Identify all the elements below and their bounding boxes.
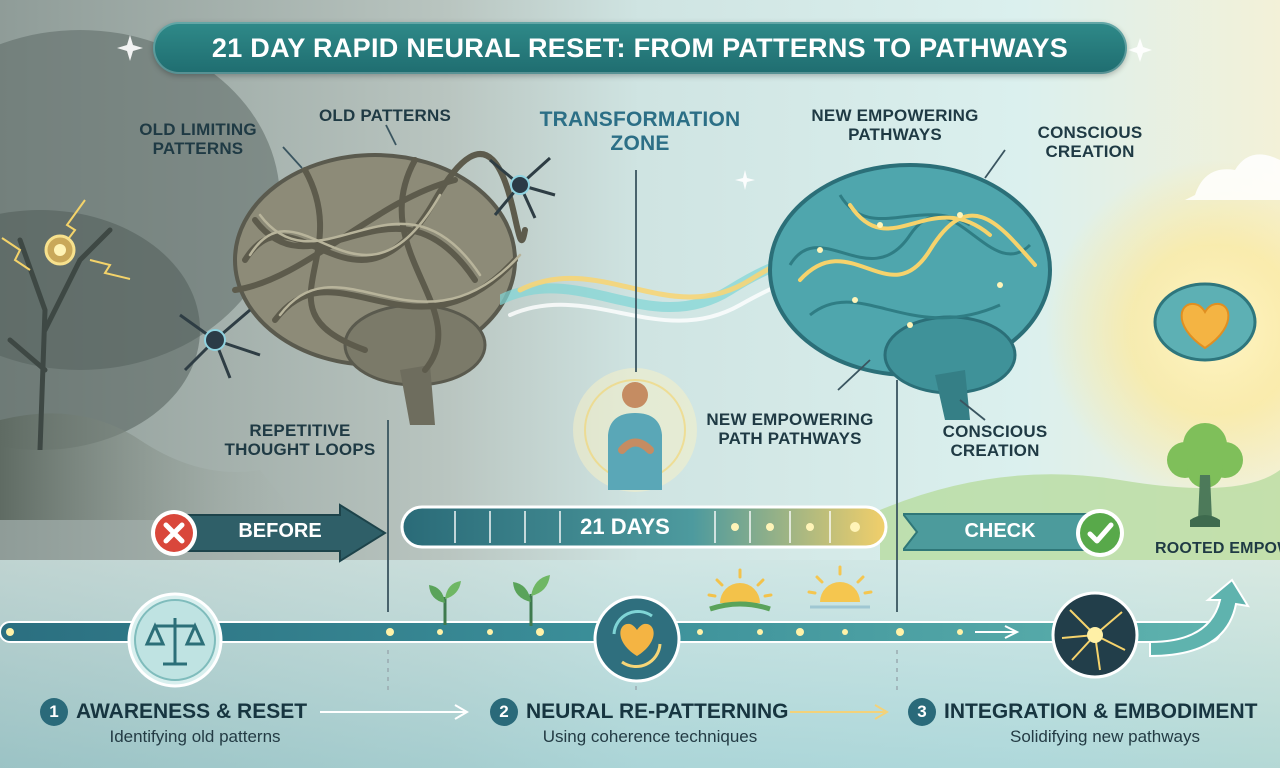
label-conscious-creation-top: CONSCIOUS CREATION — [1037, 123, 1143, 162]
page-title: 21 DAY RAPID NEURAL RESET: FROM PATTERNS… — [211, 32, 1069, 63]
title-banner: 21 DAY RAPID NEURAL RESET: FROM PATTERNS… — [153, 22, 1127, 74]
check-banner — [903, 513, 1094, 551]
phase-3-subtitle: Solidifying new pathways — [1010, 727, 1200, 746]
new-glowing-brain — [768, 163, 1052, 420]
check-label: CHECK — [964, 520, 1036, 542]
phase-2-title: 2 NEURAL RE-PATTERNING — [490, 698, 789, 726]
phase-2-title-text: NEURAL RE-PATTERNING — [526, 700, 789, 723]
label-rooted-empowerment: ROOTED EMPOWERMENT — [1155, 540, 1280, 557]
heart-cycle-icon — [593, 595, 681, 683]
days-label: 21 DAYS — [580, 514, 670, 539]
phase-3-title: 3 INTEGRATION & EMBODIMENT — [908, 698, 1257, 726]
label-old-patterns: OLD PATTERNS — [318, 106, 452, 125]
old-tangled-brain — [232, 151, 528, 425]
phase-1-number: 1 — [40, 698, 68, 726]
person-icon — [573, 368, 697, 492]
x-icon — [151, 510, 197, 556]
before-banner — [169, 503, 387, 563]
label-old-limiting-patterns: OLD LIMITING PATTERNS — [139, 120, 257, 159]
tree-icon — [1167, 423, 1243, 527]
check-icon — [1076, 509, 1124, 557]
label-new-empowering-pathways-top: NEW EMPOWERING PATHWAYS — [811, 106, 979, 145]
sunrise-icon-2 — [807, 565, 873, 609]
sunrise-icon — [707, 568, 773, 612]
scales-icon — [127, 592, 223, 688]
label-conscious-creation-bottom: CONSCIOUS CREATION — [942, 422, 1048, 461]
label-repetitive-thought-loops: REPETITIVE THOUGHT LOOPS — [224, 421, 376, 460]
days-progress-bar — [400, 505, 888, 549]
phase-2-subtitle: Using coherence techniques — [542, 727, 758, 746]
sprout-icon — [429, 581, 461, 625]
label-new-empowering-path-pathways: NEW EMPOWERING PATH PATHWAYS — [706, 410, 874, 449]
phase-1-title: 1 AWARENESS & RESET — [40, 698, 307, 726]
phase-arrows — [320, 704, 889, 720]
dark-neuron-icon — [489, 156, 556, 219]
label-transformation-zone: TRANSFORMATION ZONE — [539, 108, 741, 155]
phase-3-number: 3 — [908, 698, 936, 726]
before-label: BEFORE — [238, 520, 322, 542]
lightning-neuron-icon — [1, 199, 131, 450]
heart-brain-icon — [1153, 282, 1257, 362]
sprout-icon-2 — [513, 575, 550, 626]
phase-2-number: 2 — [490, 698, 518, 726]
phase-1-title-text: AWARENESS & RESET — [76, 700, 308, 723]
neuron-icon — [1051, 591, 1139, 679]
phase-3-title-text: INTEGRATION & EMBODIMENT — [944, 700, 1258, 723]
phase-1-subtitle: Identifying old patterns — [109, 727, 281, 746]
dark-neuron-icon-2 — [179, 308, 261, 379]
